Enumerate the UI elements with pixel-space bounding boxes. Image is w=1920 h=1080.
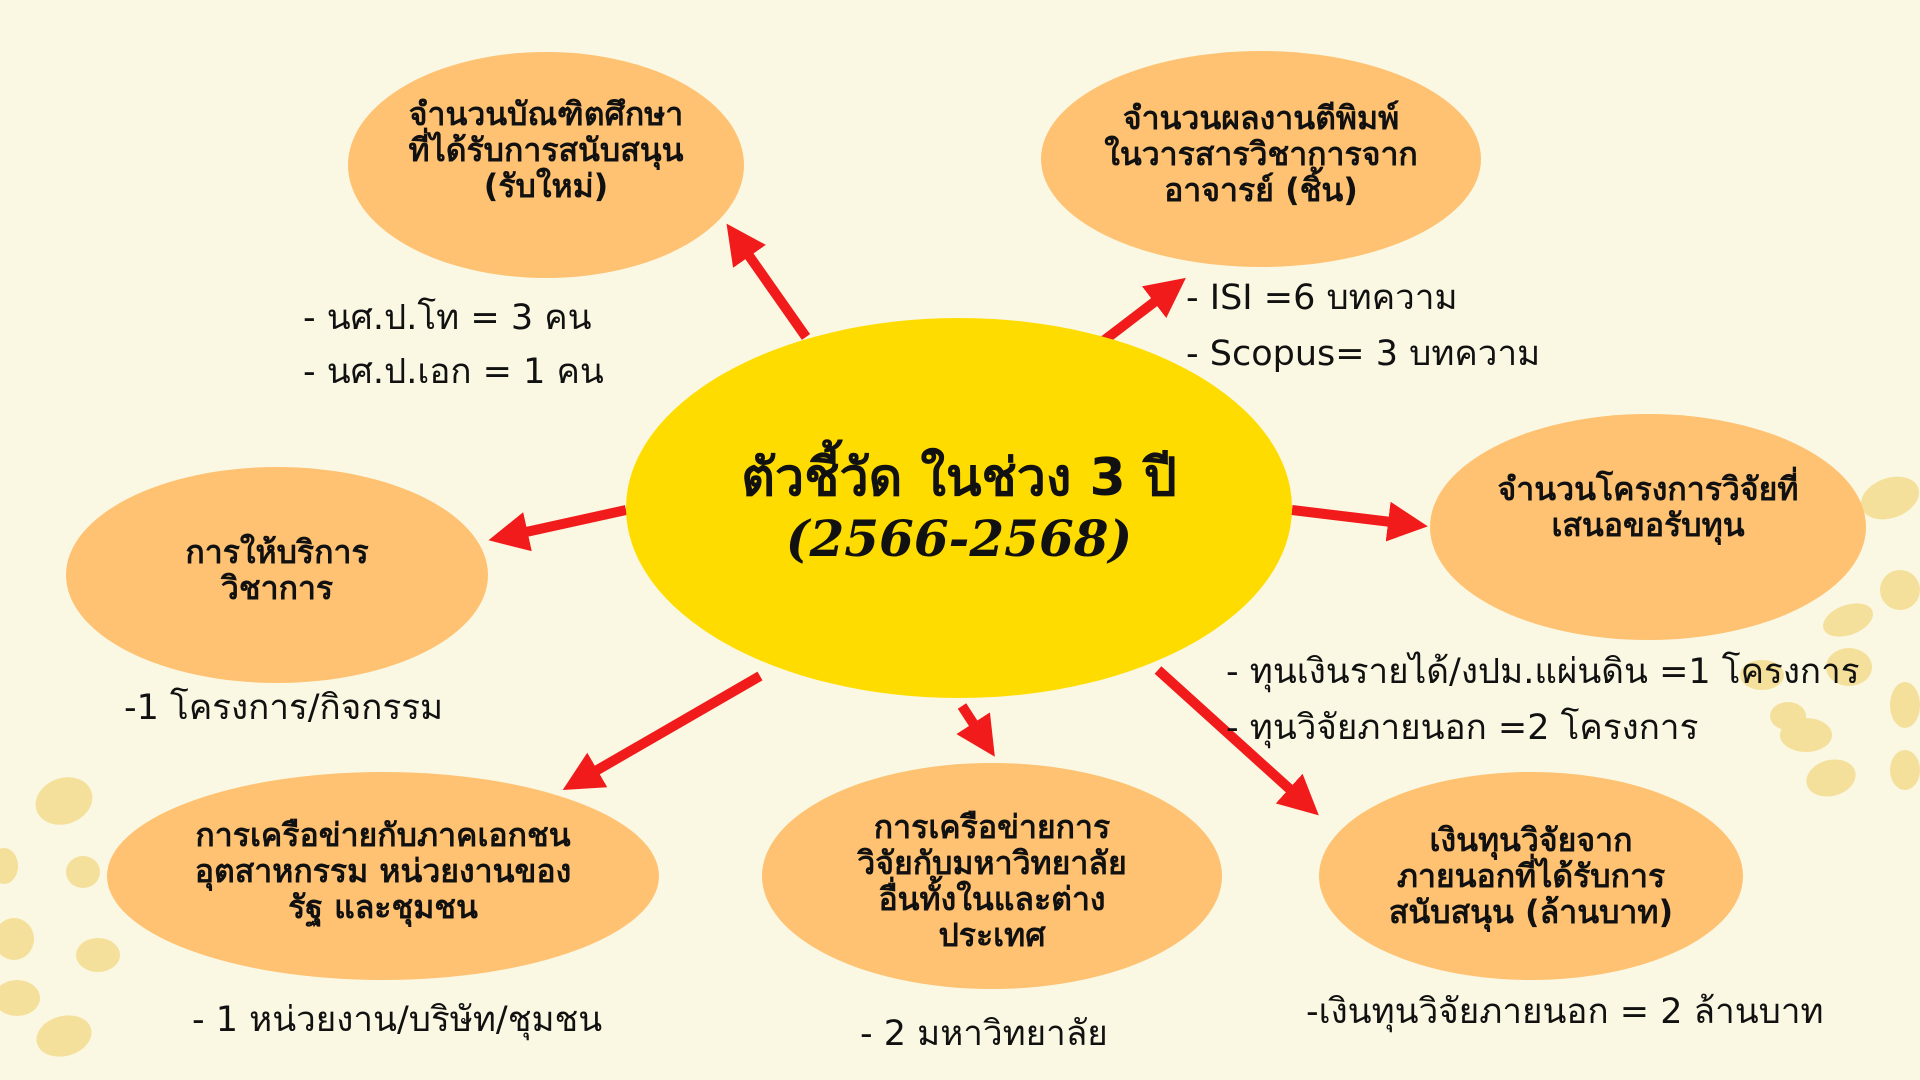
node-detail: - 2 มหาวิทยาลัย: [860, 1014, 1108, 1054]
central-title: ตัวชี้วัด ในช่วง 3 ปี: [741, 448, 1177, 508]
node-title: จำนวนโครงการวิจัยที่ เสนอขอรับทุน: [1497, 470, 1799, 544]
node-detail: - ทุนวิจัยภายนอก =2 โครงการ: [1226, 708, 1699, 748]
node-academic-service: การให้บริการ วิชาการ: [66, 467, 488, 683]
node-external-funding: เงินทุนวิจัยจาก ภายนอกที่ได้รับการ สนับส…: [1319, 772, 1743, 980]
decorative-blob: [1740, 660, 1784, 690]
decorative-blob: [31, 1009, 97, 1063]
decorative-blob: [0, 918, 34, 960]
node-title: จำนวนผลงานตีพิมพ์ ในวารสารวิชาการจาก อาจ…: [1104, 99, 1418, 209]
decorative-blob: [1780, 718, 1832, 752]
node-detail: - นศ.ป.เอก = 1 คน: [303, 352, 604, 392]
node-publications: จำนวนผลงานตีพิมพ์ ในวารสารวิชาการจาก อาจ…: [1041, 51, 1481, 267]
node-detail: - นศ.ป.โท = 3 คน: [303, 298, 592, 338]
arrow-to-publications: [1098, 277, 1186, 346]
arrow-to-university-network: [956, 703, 995, 757]
arrow-to-graduate-students: [726, 223, 811, 340]
decorative-blob: [1802, 754, 1860, 802]
node-graduate-students: จำนวนบัณฑิตศึกษา ที่ได้รับการสนับสนุน (ร…: [348, 52, 744, 278]
decorative-blob: [0, 980, 40, 1016]
node-title: จำนวนบัณฑิตศึกษา ที่ได้รับการสนับสนุน (ร…: [408, 95, 684, 205]
decorative-blob: [76, 938, 120, 972]
central-subtitle: (2566-2568): [785, 509, 1133, 568]
node-title: การเครือข่ายการ วิจัยกับมหาวิทยาลัย อื่น…: [857, 808, 1127, 954]
node-detail: - 1 หน่วยงาน/บริษัท/ชุมชน: [192, 1000, 603, 1040]
node-research-proposals: จำนวนโครงการวิจัยที่ เสนอขอรับทุน: [1430, 414, 1866, 640]
decorative-blob: [28, 769, 100, 833]
node-detail: -เงินทุนวิจัยภายนอก = 2 ล้านบาท: [1306, 992, 1824, 1032]
node-title: การเครือข่ายกับภาคเอกชน อุตสาหกรรม หน่วย…: [194, 816, 572, 926]
arrow-to-academic-service: [488, 505, 628, 552]
node-detail: - Scopus= 3 บทความ: [1186, 334, 1541, 374]
central-topic: ตัวชี้วัด ในช่วง 3 ปี (2566-2568): [626, 318, 1292, 698]
node-detail: - ISI =6 บทความ: [1186, 278, 1458, 318]
decorative-blob: [1826, 648, 1872, 686]
arrow-to-research-proposals: [1291, 501, 1428, 542]
node-detail: - ทุนเงินรายได้/งปม.แผ่นดิน =1 โครงการ: [1226, 652, 1860, 692]
node-title: การให้บริการ วิชาการ: [185, 533, 369, 607]
node-university-network: การเครือข่ายการ วิจัยกับมหาวิทยาลัย อื่น…: [762, 763, 1222, 989]
arrow-to-private-network: [562, 671, 763, 791]
node-title: เงินทุนวิจัยจาก ภายนอกที่ได้รับการ สนับส…: [1388, 821, 1674, 931]
node-private-network: การเครือข่ายกับภาคเอกชน อุตสาหกรรม หน่วย…: [107, 772, 659, 980]
decorative-blob: [1890, 750, 1920, 790]
node-detail: -1 โครงการ/กิจกรรม: [124, 688, 444, 728]
decorative-blob: [1890, 682, 1920, 728]
decorative-blob: [1818, 597, 1878, 643]
decorative-blob: [0, 848, 18, 884]
decorative-blob: [66, 856, 100, 888]
decorative-blob: [1880, 570, 1920, 610]
